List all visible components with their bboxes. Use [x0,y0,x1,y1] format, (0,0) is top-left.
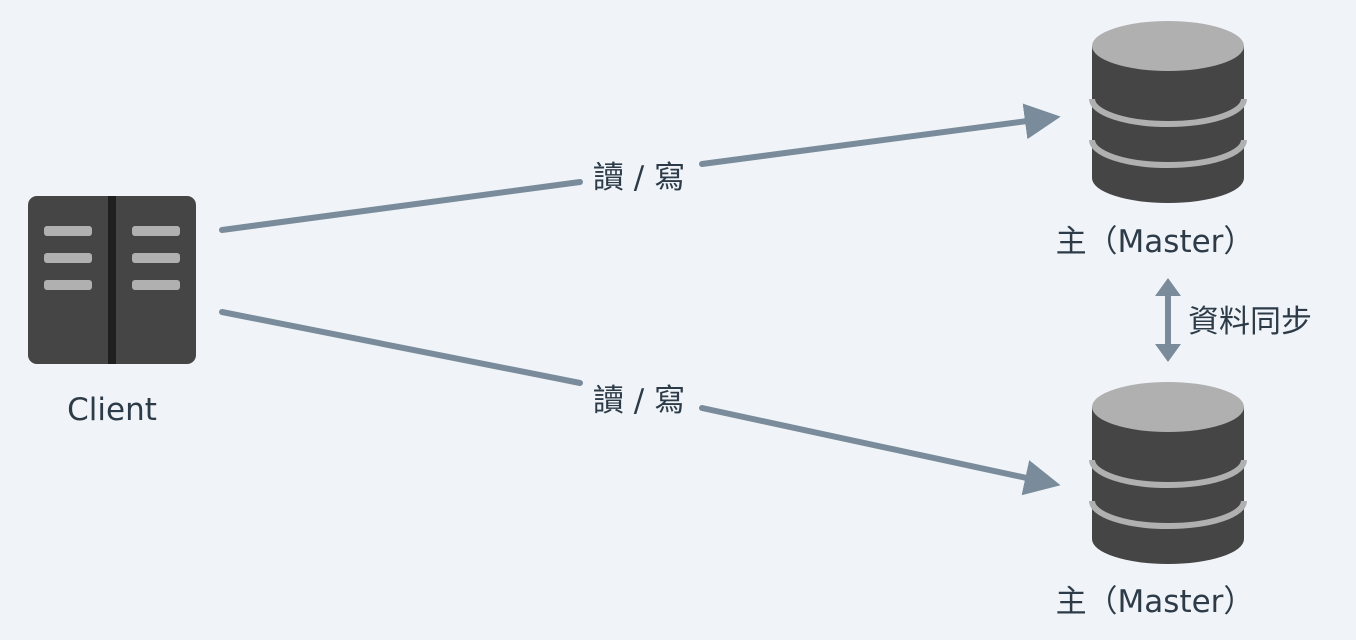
edge-label: 讀 / 寫 [593,383,685,419]
arrow-line [699,405,1061,496]
master-label: 主（Master） [1056,224,1255,260]
client-node[interactable]: Client [28,196,196,428]
master-node[interactable]: 主（Master） [1056,21,1255,260]
server-rack-icon [28,196,196,364]
arrow-line [219,179,583,233]
arrow-line [699,103,1061,167]
master-node[interactable]: 主（Master） [1056,382,1255,620]
arrow-line [219,309,583,386]
sync-connector: 資料同步 [1155,278,1312,362]
database-icon [1089,21,1247,203]
client-label: Client [67,392,157,428]
master-label: 主（Master） [1056,584,1255,620]
double-arrow-vertical-icon [1155,278,1181,362]
edge-client-master-top: 讀 / 寫 [219,103,1061,233]
database-icon [1089,382,1247,564]
sync-label: 資料同步 [1188,304,1312,340]
edge-label: 讀 / 寫 [593,160,685,196]
edge-client-master-bottom: 讀 / 寫 [219,309,1061,496]
